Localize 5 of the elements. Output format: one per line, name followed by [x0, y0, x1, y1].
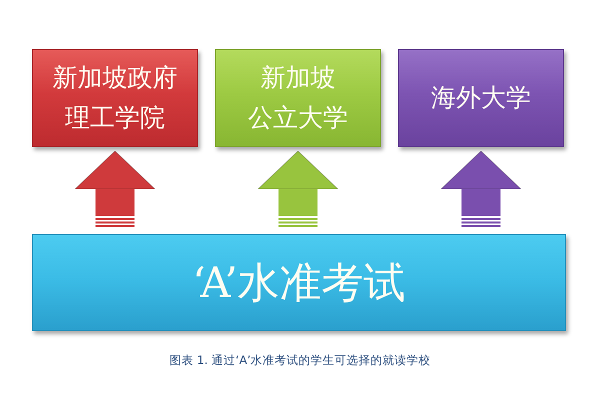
exam-banner: ‘A’水准考试: [32, 234, 566, 331]
school-box: 新加坡公立大学: [215, 49, 381, 147]
figure-caption: 图表 1. 通过‘A’水准考试的学生可选择的就读学校: [168, 352, 432, 369]
school-box: 海外大学: [398, 49, 564, 147]
school-box: 新加坡政府理工学院: [32, 49, 198, 147]
